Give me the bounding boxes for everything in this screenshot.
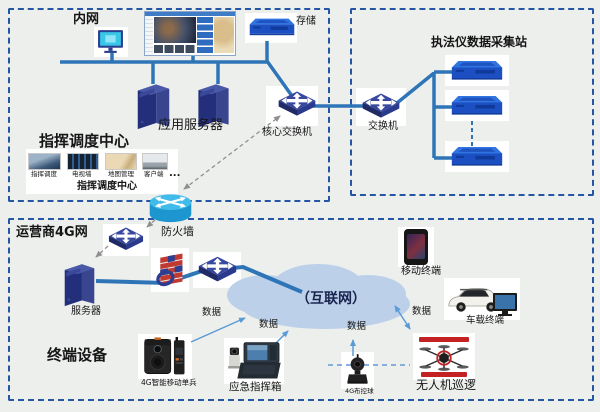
video-wall-bottom-row [154, 45, 196, 53]
phone-screen [407, 234, 425, 259]
video-wall-titlebar [145, 12, 235, 16]
label-lan-switch: 交换机 [368, 121, 398, 132]
zone-label-carrier: 运营商4G网 [16, 225, 88, 240]
label-dispatch-title: 指挥调度中心 [39, 132, 130, 150]
zone-label-intranet: 内网 [73, 12, 100, 27]
zone-carrier-4g [8, 218, 594, 401]
vehicle-monitor-icon [492, 292, 518, 316]
label-dispatch-caption: 指挥调度中心 [77, 181, 137, 192]
dispatch-app-thumb-1 [28, 153, 61, 170]
dispatch-app-caption-3: 地图管理 [108, 170, 134, 178]
firewall-brick-icon [156, 250, 185, 291]
dock-station-icon-3 [451, 145, 503, 170]
drone-photo-top-caption [419, 337, 469, 342]
drone-photo-bottom-caption [421, 372, 467, 377]
label-app-server: 应用服务器 [158, 118, 224, 133]
video-wall-main-video [154, 17, 196, 43]
label-internet: （互联网） [296, 291, 366, 307]
server-tower-icon [63, 261, 96, 307]
command-case-icon [226, 341, 282, 381]
label-firewall: 防火墙 [161, 225, 194, 238]
dispatch-app-thumb-4 [142, 153, 168, 170]
dispatch-app-caption-1: 指挥调度 [31, 170, 57, 178]
edge-label-data-1: 数据 [202, 307, 222, 318]
router-icon [148, 193, 193, 227]
video-wall-screenshot [144, 11, 236, 56]
drone-icon [415, 343, 473, 373]
storage-icon [249, 17, 295, 39]
label-terminal-title: 终端设备 [47, 346, 108, 364]
edge-label-data-4: 数据 [412, 306, 432, 317]
carrier-switch-icon [197, 255, 238, 289]
dispatch-app-thumb-2 [67, 153, 99, 170]
label-ball-camera: 4G布控球 [345, 387, 374, 395]
label-vehicle-terminal: 车载终端 [466, 315, 505, 326]
label-server: 服务器 [71, 306, 101, 317]
dock-station-icon-2 [451, 94, 503, 119]
label-command-case: 应急指挥箱 [229, 381, 282, 393]
label-soldier: 4G智能移动单兵 [141, 378, 197, 387]
edge-switch-icon [107, 226, 145, 257]
zone-label-station: 执法仪数据采集站 [431, 35, 528, 49]
internet-cloud [227, 264, 410, 329]
dock-station-icon-1 [451, 59, 503, 84]
edge-label-data-3: 数据 [347, 321, 367, 332]
dispatch-apps-ellipsis: ... [169, 168, 181, 179]
monitor-icon [97, 29, 124, 54]
mobile-phone-icon [404, 229, 428, 265]
dispatch-app-caption-2: 电视墙 [72, 170, 92, 178]
zone-collection-station [350, 8, 594, 196]
core-switch-icon [277, 89, 317, 124]
label-storage: 存储 [296, 16, 316, 27]
video-wall-sidebar [145, 16, 153, 55]
label-mobile-terminal: 移动终端 [401, 266, 441, 277]
edge-label-data-2: 数据 [259, 319, 279, 330]
soldier-camera-icon [142, 337, 188, 376]
video-wall-map [214, 17, 234, 53]
video-wall-thumbnails [197, 17, 213, 53]
dispatch-app-caption-4: 客户端 [144, 170, 164, 178]
dispatch-app-thumb-3 [105, 153, 137, 170]
ball-camera-icon [346, 353, 369, 387]
label-drone: 无人机巡逻 [416, 378, 477, 392]
label-core-switch: 核心交换机 [262, 127, 312, 138]
